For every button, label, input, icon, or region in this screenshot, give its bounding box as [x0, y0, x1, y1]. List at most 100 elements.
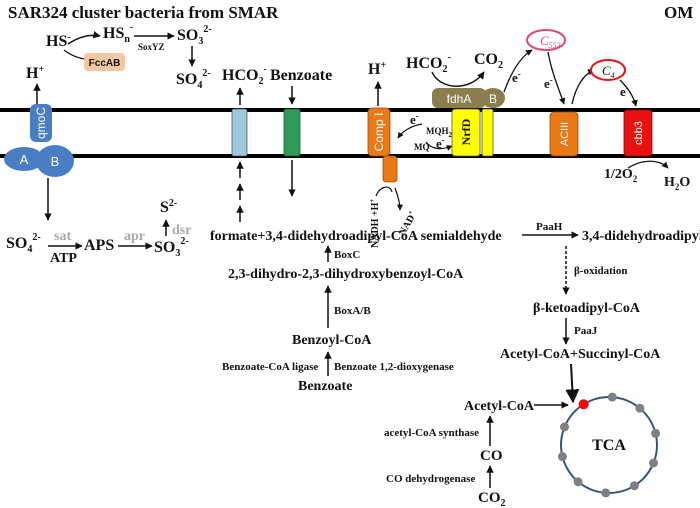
fdh-hco2-label: HCO2- — [406, 52, 451, 75]
acetyl-succinyl-to-tca-arrow — [565, 363, 580, 404]
c553-label: C553 — [540, 33, 561, 50]
tca-node — [649, 458, 658, 468]
figure-title: SAR324 cluster bacteria from SMAR — [8, 3, 279, 22]
comp1-arm — [382, 155, 398, 183]
benzoate-transporter — [283, 108, 301, 157]
c4-label: C4 — [602, 63, 615, 80]
nrfd-label: NrfD — [459, 118, 473, 145]
hsn-label: HSn- — [103, 22, 133, 45]
tca-node — [601, 488, 611, 498]
acii-label: ACIII — [559, 122, 571, 146]
quinone-cycle-arrow — [425, 141, 453, 151]
tca-node — [635, 403, 645, 413]
soxyz-label: SoxYZ — [138, 42, 165, 52]
c553-ring — [526, 29, 566, 51]
boxab-label: BoxA/B — [334, 305, 371, 317]
mqh2-label: MQH2 — [426, 126, 453, 139]
fdh-b-subunit — [481, 88, 505, 108]
fdh-to-c553-arrow — [503, 49, 533, 93]
dihydro-label: 2,3-dihydro-2,3-dihydroxybenzoyl-CoA — [228, 267, 464, 282]
benzoate-bottom-label: Benzoate — [298, 379, 352, 394]
acs-label: acetyl-CoA synthase — [384, 427, 479, 439]
nad-arrow — [394, 187, 403, 211]
c4-to-cbb3-arrow — [619, 79, 638, 107]
hs-to-hsn-arrow — [67, 31, 101, 45]
o2-label: 1/2O2 — [604, 167, 638, 184]
c4-ring — [590, 59, 626, 81]
tca-nodes — [557, 392, 661, 498]
fdha-box — [432, 88, 486, 108]
fdh-e1-label: e- — [512, 69, 521, 85]
benzoate-top-label: Benzoate — [270, 67, 332, 84]
sat-label: sat — [54, 229, 71, 244]
hs-label: HS- — [46, 32, 71, 50]
qmo-a-subunit — [4, 147, 44, 171]
fdh-e2-label: e- — [544, 75, 553, 91]
qmoc-label: qmoC — [34, 107, 48, 139]
boxc-label: BoxC — [334, 249, 360, 261]
tca-node — [573, 477, 583, 487]
atp-label: ATP — [50, 251, 77, 266]
nadh-label: NADH +H+ — [368, 199, 381, 248]
qmo-hplus-label: H+ — [26, 64, 44, 82]
quinone-e2-label: e- — [436, 135, 445, 151]
fdha-label: fdhA — [447, 92, 472, 106]
nadh-to-nad-arrow — [375, 186, 393, 197]
qmo-b-subunit — [36, 145, 74, 177]
qmo-a-label: A — [20, 152, 29, 167]
o2-to-h2o-arrow — [627, 160, 669, 169]
ligase-label: Benzoate-CoA ligase — [222, 361, 318, 373]
tca-entry-node — [578, 399, 589, 410]
qmo-b-label: B — [51, 154, 60, 169]
formate-line-label: formate+3,4-didehydroadipyl-CoA semialde… — [210, 229, 502, 244]
tca-node — [560, 422, 569, 432]
so3-label: SO32- — [177, 24, 212, 47]
tca-node — [629, 481, 639, 491]
benzoyl-label: Benzoyl-CoA — [292, 333, 372, 348]
dissim-so3-label: SO32- — [154, 236, 189, 259]
fccab-label: FccAB — [89, 58, 121, 69]
mq-label: MQ — [414, 142, 430, 152]
fccab-box — [84, 53, 125, 71]
nrfd-side-box — [481, 108, 494, 157]
so4-label: SO42- — [176, 68, 211, 91]
comp1-box — [367, 107, 391, 157]
nrfd-box — [451, 108, 481, 157]
tca-node — [557, 452, 567, 462]
comp1-label: Comp I — [372, 113, 386, 152]
h2o-label: H2O — [664, 175, 690, 192]
fdh-co2-label: CO2 — [474, 51, 503, 71]
quinone-e1-arrow — [397, 123, 423, 139]
c553-to-acii-arrow — [547, 51, 566, 105]
acii-box — [549, 111, 579, 157]
tca-label: TCA — [592, 437, 626, 454]
dsr-label: dsr — [172, 223, 191, 238]
beta-oxidation-label: β-oxidation — [574, 265, 627, 277]
acetyl-coa-label: Acetyl-CoA — [464, 399, 535, 414]
dioxygenase-label: Benzoate 1,2-dioxygenase — [334, 361, 454, 373]
acii-to-c4-arrow — [571, 69, 595, 105]
dissim-so4-label: SO42- — [6, 232, 41, 255]
cbb3-box — [623, 109, 653, 157]
apr-label: apr — [124, 229, 145, 244]
tca-node — [651, 428, 661, 438]
compartment-label: OM — [664, 3, 693, 22]
didehydro-label: 3,4-didehydroadipyl-CoA — [582, 229, 700, 244]
transport-hco2-label: HCO2- — [222, 64, 267, 87]
comp1-hplus-label: H+ — [368, 60, 386, 78]
ketoadipyl-label: β-ketoadipyl-CoA — [533, 301, 641, 316]
cbb3-label: cbb3 — [633, 121, 645, 145]
formate-oxidation-arrow — [431, 71, 485, 87]
s2-label: S2- — [160, 198, 177, 216]
fdh-b-label: B — [489, 92, 497, 106]
formate-transporter — [231, 108, 248, 157]
acetyl-succinyl-label: Acetyl-CoA+Succinyl-CoA — [500, 347, 661, 362]
co-label: CO — [480, 448, 503, 464]
aps-label: APS — [84, 237, 114, 254]
paah-label: PaaH — [536, 221, 563, 233]
codh-label: CO dehydrogenase — [386, 473, 475, 485]
quinone-e1-label: e- — [410, 111, 419, 127]
pathway-co2-label: CO2 — [478, 490, 506, 508]
paaj-label: PaaJ — [574, 325, 598, 337]
